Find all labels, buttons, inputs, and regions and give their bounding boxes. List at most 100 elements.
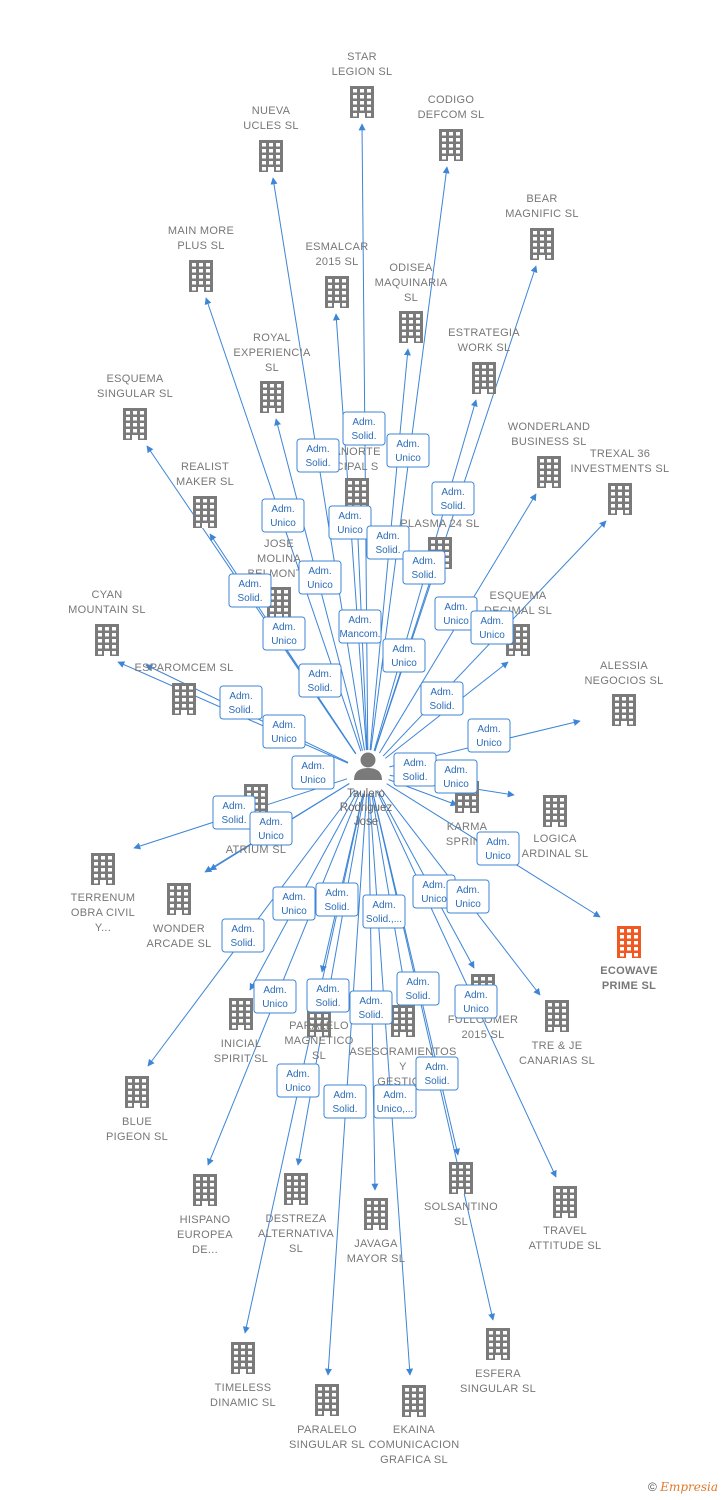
company-label: WORK SL xyxy=(458,342,511,354)
role-badge[interactable]: Adm.Solid. xyxy=(296,438,340,473)
role-text: Unico xyxy=(391,658,417,669)
role-text: Unico xyxy=(455,899,481,910)
company-label: MAGNETICO xyxy=(284,1035,353,1047)
role-badge[interactable]: Adm.Unico xyxy=(446,879,490,914)
role-badge[interactable]: Adm.Solid. xyxy=(420,681,464,716)
role-badge[interactable]: Adm.Unico xyxy=(261,498,305,533)
person-node[interactable]: Taulero Rodriguez Jose xyxy=(340,752,393,829)
role-badge[interactable]: Adm.Solid. xyxy=(298,663,342,698)
role-badge[interactable]: Adm.Unico xyxy=(253,979,297,1014)
role-badge[interactable]: Adm.Unico xyxy=(291,755,335,790)
role-badge[interactable]: Adm.Unico xyxy=(382,638,426,673)
role-text: Adm. xyxy=(306,444,329,455)
role-badge[interactable]: Adm.Solid. xyxy=(402,550,446,585)
company-node-m_atrium[interactable]: MATRIUM SL xyxy=(226,784,287,856)
company-label: ALTERNATIVA xyxy=(258,1228,334,1240)
role-badge[interactable]: Adm.Solid. xyxy=(415,1056,459,1091)
role-badge[interactable]: Adm.Unico xyxy=(454,984,498,1019)
role-badge[interactable]: Adm.Unico xyxy=(272,886,316,921)
role-badge[interactable]: Adm.Solid.,... xyxy=(362,894,406,929)
role-badge[interactable]: Adm.Unico,... xyxy=(373,1084,417,1119)
role-badge[interactable]: Adm.Unico xyxy=(262,616,306,651)
role-text: Adm. xyxy=(352,417,375,428)
role-badge[interactable]: Adm.Unico xyxy=(298,560,342,595)
company-label: DE... xyxy=(192,1244,218,1256)
role-badge[interactable]: Adm.Unico xyxy=(328,505,372,540)
role-badge[interactable]: Adm.Solid. xyxy=(349,990,393,1025)
role-badge[interactable]: Adm.Solid. xyxy=(221,918,265,953)
company-label: DESTREZA xyxy=(265,1213,326,1225)
role-badge[interactable]: Adm.Solid. xyxy=(393,752,437,787)
company-label: ESMALCAR xyxy=(306,241,369,253)
brand-logo[interactable]: Empresia xyxy=(660,1480,718,1494)
company-label: ECOWAVE xyxy=(600,965,658,977)
role-badge[interactable]: Adm.Unico xyxy=(249,811,293,846)
role-badge[interactable]: Adm.Solid. xyxy=(315,882,359,917)
role-badge[interactable]: Adm.Solid. xyxy=(219,685,263,720)
role-text: Solid. xyxy=(405,991,430,1002)
company-label: COMUNICACION xyxy=(369,1439,460,1451)
role-badge[interactable]: Adm. Solid. xyxy=(396,971,440,1006)
role-text: Unico xyxy=(271,636,297,647)
role-badge[interactable]: Adm.Solid. xyxy=(306,978,350,1013)
role-badge[interactable]: Adm.Unico xyxy=(262,714,306,749)
role-badge[interactable]: Adm.Solid. xyxy=(228,573,272,608)
role-badge[interactable]: Adm.Unico xyxy=(434,596,478,631)
company-label: CANARIAS SL xyxy=(519,1055,595,1067)
company-label: CYAN xyxy=(92,589,123,601)
role-badge[interactable]: Adm.Unico xyxy=(276,1063,320,1098)
company-node-esparomcem[interactable]: ESPAROMCEM SL xyxy=(134,662,233,715)
role-text: Solid. xyxy=(351,431,376,442)
role-badge[interactable]: Adm.Unico xyxy=(386,433,430,468)
role-badge[interactable]: Adm.Solid. xyxy=(212,795,256,830)
role-badge[interactable]: Adm. Solid. xyxy=(342,411,386,446)
role-text: Adm. xyxy=(412,556,435,567)
role-badge[interactable]: Adm.Unico xyxy=(470,610,514,645)
role-badge[interactable]: Adm.Solid. xyxy=(366,525,410,560)
role-text: Adm. xyxy=(406,977,429,988)
role-text: Solid. xyxy=(228,705,253,716)
role-badge[interactable]: Adm.Solid. xyxy=(431,481,475,516)
role-text: Solid.,... xyxy=(366,914,402,925)
role-badge[interactable]: Adm.Unico xyxy=(434,759,478,794)
role-badge[interactable]: Adm.Mancom. xyxy=(338,609,382,644)
role-text: Adm. xyxy=(444,602,467,613)
role-badge[interactable]: Adm.Unico xyxy=(476,831,520,866)
role-badge[interactable]: Adm.Solid. xyxy=(323,1084,367,1119)
role-badge[interactable]: Adm.Unico xyxy=(467,718,511,753)
building-icon xyxy=(545,1000,569,1032)
company-node-hispano_europea[interactable]: HISPANOEUROPEADE... xyxy=(177,1174,233,1256)
